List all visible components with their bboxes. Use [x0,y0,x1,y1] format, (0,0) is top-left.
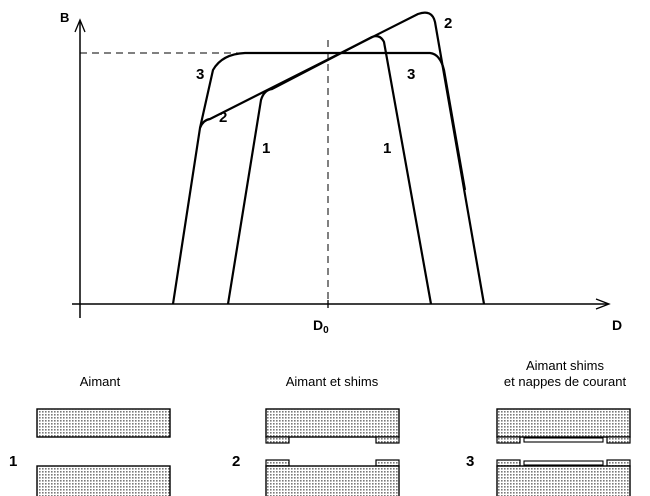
curve-labels: 1 1 2 2 3 3 [196,15,452,157]
panel-3-caption-line-2: et nappes de courant [504,374,627,389]
panel-3-upper-shim-right [606,436,631,444]
panel-2-lower-magnet [265,465,400,496]
curve-1-label-left: 1 [262,140,270,157]
panel-3-upper-magnet [496,408,631,438]
curve-3-label-right: 3 [407,66,415,83]
panel-2-upper-magnet [265,408,400,438]
curve-3-label-left: 3 [196,66,204,83]
panel-3-lower-shim-left [496,459,521,467]
panel-1-upper-magnet [36,408,171,438]
panel-1-number: 1 [9,453,17,470]
panel-3-lower-shim-right [606,459,631,467]
panel-1: Aimant 1 [9,374,171,496]
panel-2: Aimant et shims 2 [232,374,400,496]
panel-3-upper-shim-left [496,436,521,444]
panel-2-upper-shim-left [265,436,290,444]
panel-3-lower-current-sheet [523,460,604,466]
curve-2-label-left: 2 [219,109,227,126]
panel-2-caption: Aimant et shims [286,374,379,389]
d0-marker-label: D0 [313,317,329,336]
panel-3: Aimant shims et nappes de courant 3 [466,358,631,496]
x-axis-label: D [612,317,622,333]
d0-sub: 0 [323,325,329,336]
panel-3-caption-line-1: Aimant shims [526,358,605,373]
x-axis-arrow [595,298,611,310]
panel-2-lower-shim-right [375,459,400,467]
axes: B D D0 [60,10,622,336]
panel-3-upper-current-sheet [523,437,604,443]
y-axis-label: B [60,10,69,25]
curve-3 [198,51,467,191]
curve-2-label-right: 2 [444,15,452,32]
panel-3-number: 3 [466,453,474,470]
curves [171,11,486,305]
panel-2-upper-shim-right [375,436,400,444]
panel-2-lower-shim-left [265,459,290,467]
y-axis-arrow [74,18,86,33]
panel-1-lower-magnet [36,465,171,496]
curve-1 [226,35,433,305]
d0-main: D [313,317,323,333]
panel-3-lower-magnet [496,465,631,496]
panel-2-number: 2 [232,453,240,470]
curve-1-label-right: 1 [383,140,391,157]
panel-1-caption: Aimant [80,374,121,389]
reference-lines [80,40,329,300]
